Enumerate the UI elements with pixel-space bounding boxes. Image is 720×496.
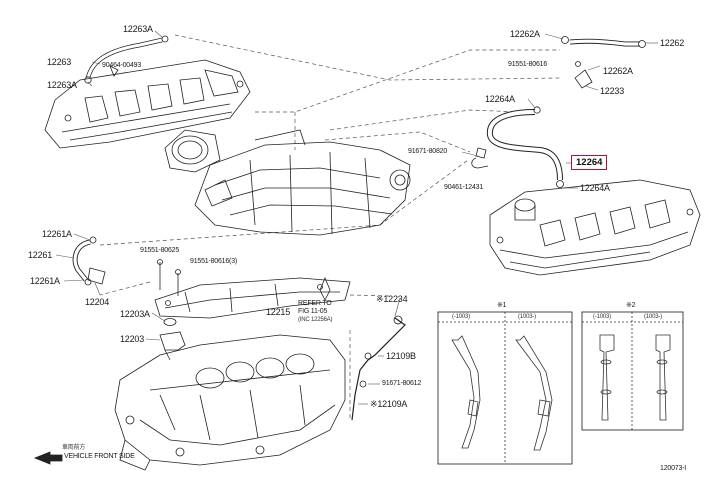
inset1-col1: (-1003) — [452, 314, 470, 320]
label-12203[interactable]: 12203 — [120, 334, 145, 344]
refer-to-line3: (INC 12256A) — [298, 317, 333, 323]
hose-12264 — [471, 106, 564, 188]
inset2-col1: (-1003) — [593, 314, 611, 320]
label-12262[interactable]: 12262 — [660, 38, 685, 48]
parts-12203 — [159, 318, 186, 361]
refer-to-line2[interactable]: FIG 11-05 — [298, 308, 328, 315]
label-leaders — [55, 30, 658, 405]
label-91551-80616-3[interactable]: 91551-80616(3) — [190, 258, 238, 265]
vehicle-front-jp-label: 車両前方 — [62, 445, 86, 451]
inset-2 — [581, 311, 684, 431]
left-head-cover — [44, 59, 251, 149]
label-90461-12431[interactable]: 90461-12431 — [444, 184, 484, 191]
label-91671-80820[interactable]: 91671-80820 — [408, 148, 448, 155]
label-12234[interactable]: ※12234 — [376, 294, 408, 304]
label-12261[interactable]: 12261 — [28, 250, 53, 260]
hose-12261 — [72, 236, 106, 286]
inset2-title: ※2 — [626, 302, 636, 309]
dipstick-guide — [351, 315, 406, 421]
label-91551-80616-top[interactable]: 91551-80616 — [508, 61, 548, 68]
label-12264A-top[interactable]: 12264A — [485, 94, 515, 104]
inset-1 — [437, 311, 573, 465]
label-12203A[interactable]: 12203A — [120, 309, 150, 319]
hose-12262 — [561, 36, 646, 89]
label-12233[interactable]: 12233 — [600, 86, 625, 96]
label-12109A[interactable]: ※12109A — [370, 399, 408, 409]
figure-id: 120073-I — [660, 465, 687, 472]
label-12263A-top[interactable]: 12263A — [123, 24, 153, 34]
label-91551-80625[interactable]: 91551-80625 — [140, 247, 180, 254]
label-12262A-right[interactable]: 12262A — [603, 66, 633, 76]
label-12215[interactable]: 12215 — [266, 307, 291, 317]
label-91671-80612[interactable]: 91671-80612 — [382, 380, 422, 387]
vehicle-front-arrow — [33, 451, 63, 465]
highlighted-part-12264[interactable]: 12264 — [571, 155, 608, 170]
label-90464-00493[interactable]: 90464-00493 — [102, 62, 142, 69]
label-12261A-top[interactable]: 12261A — [42, 229, 72, 239]
label-12263[interactable]: 12263 — [47, 57, 72, 67]
vehicle-front-label: VEHICLE FRONT SIDE — [64, 453, 135, 460]
refer-to-line1: REFER TO — [298, 300, 332, 307]
label-12204[interactable]: 12204 — [85, 297, 110, 307]
label-12262A-top[interactable]: 12262A — [510, 29, 540, 39]
label-12261A-bottom[interactable]: 12261A — [30, 276, 60, 286]
intake-manifold — [164, 129, 411, 236]
label-12263A-left[interactable]: 12263A — [47, 80, 77, 90]
inset1-col2: (1003-) — [518, 314, 536, 320]
right-head-cover — [489, 179, 701, 276]
inset1-title: ※1 — [497, 302, 507, 309]
label-12109B[interactable]: 12109B — [386, 351, 416, 361]
engine-block — [114, 334, 346, 471]
baffle-plate-12215 — [154, 259, 351, 319]
label-12264A-right[interactable]: 12264A — [580, 183, 610, 193]
dashed-leaders — [99, 34, 561, 420]
hose-12263 — [84, 35, 169, 84]
inset2-col2: (1003-) — [644, 314, 662, 320]
